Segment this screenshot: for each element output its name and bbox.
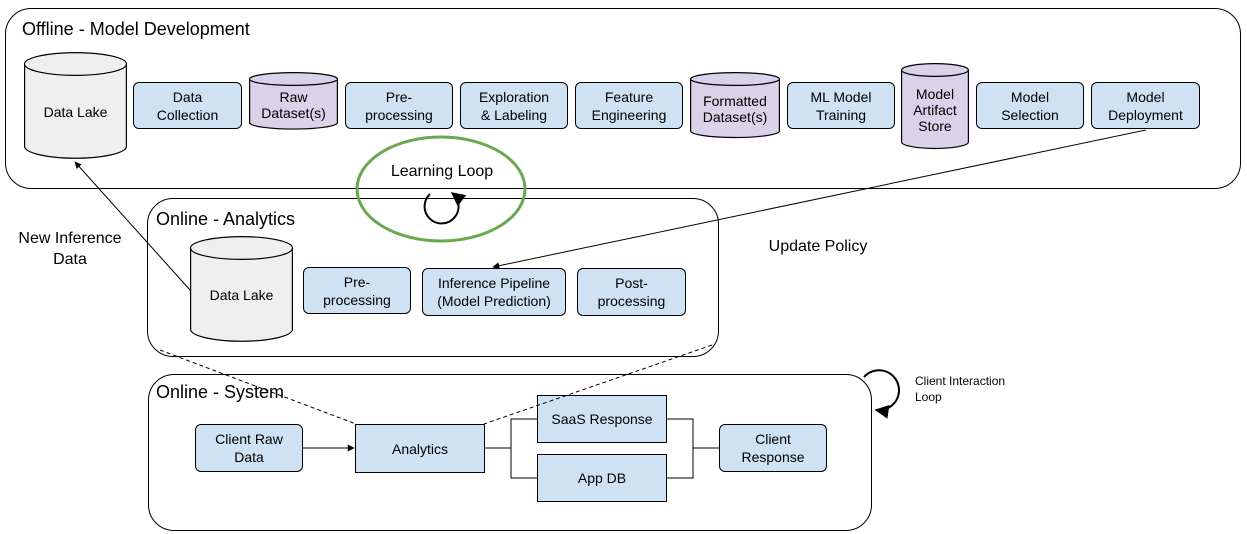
- exploration-labeling-box: Exploration & Labeling: [460, 82, 568, 129]
- formatted-dataset-cylinder: Formatted Dataset(s): [689, 71, 781, 139]
- model-artifact-store-cylinder: Model Artifact Store: [900, 62, 970, 150]
- online-system-title: Online - System: [156, 382, 285, 402]
- new-inference-data-label: New Inference Data: [18, 230, 122, 268]
- model-artifact-store-label: Model Artifact Store: [913, 86, 957, 134]
- feature-engineering-box: Feature Engineering: [575, 82, 683, 129]
- offline-data-lake-cylinder: Data Lake: [23, 52, 128, 159]
- analytics-data-lake-cylinder: Data Lake: [189, 236, 294, 342]
- formatted-dataset-label: Formatted Dataset(s): [702, 92, 768, 125]
- app-db-box: App DB: [537, 454, 667, 502]
- raw-dataset-cylinder: Raw Dataset(s): [248, 71, 339, 130]
- model-selection-box: Model Selection: [976, 82, 1084, 129]
- postprocessing-box: Post- processing: [577, 268, 686, 316]
- saas-response-box: SaaS Response: [537, 395, 667, 443]
- inference-pipeline-box: Inference Pipeline (Model Prediction): [422, 268, 566, 316]
- offline-data-lake-label: Data Lake: [43, 103, 108, 120]
- analytics-box: Analytics: [355, 424, 485, 473]
- offline-section-title: Offline - Model Development: [22, 19, 250, 39]
- raw-dataset-label: Raw Dataset(s): [261, 88, 326, 121]
- update-policy-label: Update Policy: [768, 238, 868, 255]
- analytics-data-lake-label: Data Lake: [209, 287, 274, 303]
- online-analytics-title: Online - Analytics: [156, 209, 296, 229]
- analytics-preprocessing-box: Pre- processing: [303, 267, 411, 314]
- ml-model-training-box: ML Model Training: [787, 82, 895, 129]
- client-interaction-loop-label: Client Interaction Loop: [915, 374, 1006, 404]
- offline-preprocessing-box: Pre- processing: [345, 82, 453, 129]
- client-response-box: Client Response: [719, 424, 827, 472]
- model-deployment-box: Model Deployment: [1091, 82, 1200, 129]
- client-raw-data-box: Client Raw Data: [195, 424, 303, 472]
- learning-loop-label: Learning Loop: [390, 163, 494, 180]
- data-collection-box: Data Collection: [133, 82, 242, 129]
